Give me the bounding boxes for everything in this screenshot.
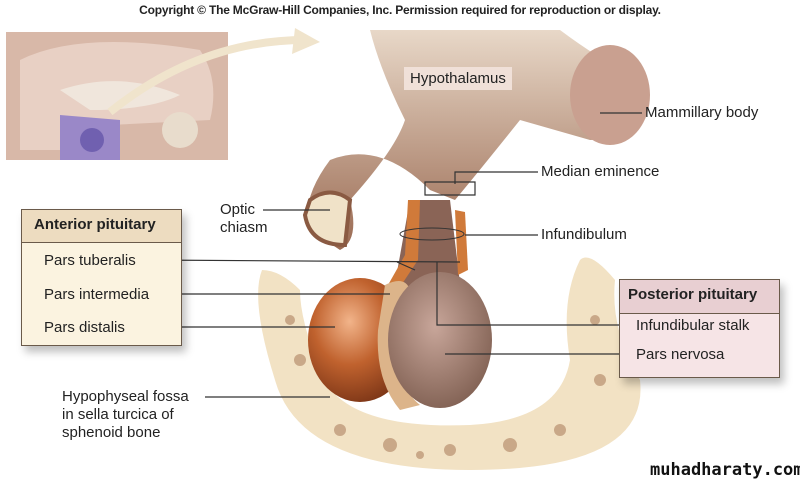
label-pars-intermedia: Pars intermedia [44, 286, 150, 303]
label-chiasm: chiasm [220, 219, 268, 236]
anterior-pituitary-box: Anterior pituitary Pars tuberalis Pars i… [21, 209, 182, 346]
pars-nervosa [388, 272, 492, 408]
watermark: muhadharaty.com [650, 460, 800, 480]
optic-chiasm [302, 190, 353, 248]
label-optic: Optic [220, 201, 256, 218]
anterior-pituitary-title: Anterior pituitary [22, 210, 181, 243]
sphenoid-bone [258, 257, 641, 470]
label-mammillary-body: Mammillary body [645, 104, 759, 121]
pointer-arrow [107, 36, 306, 116]
label-pars-distalis: Pars distalis [44, 319, 125, 336]
label-fossa-2: in sella turcica of [62, 406, 174, 423]
hypothalamus [307, 30, 645, 250]
copyright-notice: Copyright © The McGraw-Hill Companies, I… [139, 3, 661, 17]
label-fossa-1: Hypophyseal fossa [62, 388, 189, 405]
posterior-pituitary-title: Posterior pituitary [620, 280, 779, 314]
posterior-pituitary-box: Posterior pituitary Infundibular stalk P… [619, 279, 780, 378]
mammillary-body [570, 45, 650, 145]
brain-inset [6, 32, 228, 160]
label-hypothalamus: Hypothalamus [404, 67, 512, 90]
label-fossa-3: sphenoid bone [62, 424, 161, 441]
label-pars-tuberalis: Pars tuberalis [44, 252, 136, 269]
label-median-eminence: Median eminence [541, 163, 660, 180]
label-infundibulum: Infundibulum [541, 226, 627, 243]
label-pars-nervosa: Pars nervosa [636, 346, 725, 363]
label-infundibular-stalk: Infundibular stalk [636, 317, 750, 334]
